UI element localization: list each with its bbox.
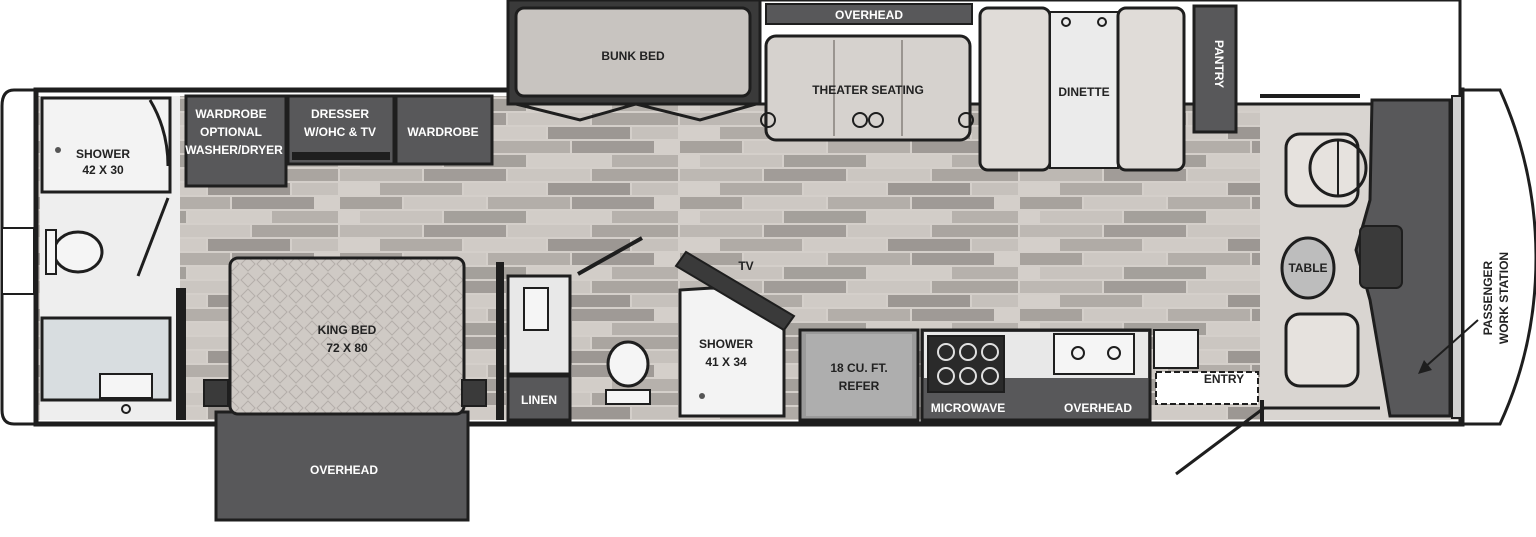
bedroom-slide bbox=[214, 410, 470, 522]
dinette-leg bbox=[1061, 17, 1071, 27]
microwave-label: MICROWAVE bbox=[931, 401, 1005, 415]
windshield bbox=[1451, 95, 1463, 419]
rear-shower-size: 42 X 30 bbox=[82, 163, 124, 177]
toilet-mid bbox=[606, 340, 650, 388]
burner-icon bbox=[959, 343, 977, 361]
mid-shower-label: SHOWER bbox=[699, 337, 753, 351]
tv-label: TV bbox=[738, 259, 753, 273]
drain-icon bbox=[55, 147, 61, 153]
king-bed-label: KING BED bbox=[318, 323, 377, 337]
bunk-bed-label: BUNK BED bbox=[601, 49, 665, 63]
rear-sink bbox=[99, 373, 153, 399]
nightstand-right bbox=[461, 379, 487, 407]
dash-console bbox=[1359, 225, 1403, 289]
kitchen-sink bbox=[1053, 333, 1135, 375]
driver-seat bbox=[1284, 132, 1360, 208]
toilet-tank-rear bbox=[45, 229, 57, 275]
burner-icon bbox=[959, 367, 977, 385]
work-station-pointer bbox=[1423, 319, 1479, 369]
overhead-top bbox=[765, 3, 973, 25]
rear-shower bbox=[40, 96, 172, 194]
shower-curve bbox=[148, 99, 170, 167]
cupholder-icon bbox=[852, 112, 868, 128]
mid-shower-size: 41 X 34 bbox=[705, 355, 747, 369]
dinette-label: DINETTE bbox=[1058, 85, 1109, 99]
burner-icon bbox=[937, 343, 955, 361]
linen-label: LINEN bbox=[521, 393, 557, 407]
wardrobe bbox=[394, 94, 494, 166]
overhead-kitchen-label: OVERHEAD bbox=[1064, 401, 1132, 415]
bunk-ladder bbox=[515, 102, 757, 122]
sink-drain-icon bbox=[1107, 346, 1121, 360]
king-bed-size: 72 X 80 bbox=[326, 341, 368, 355]
dinette-leg bbox=[1097, 17, 1107, 27]
burner-icon bbox=[981, 367, 999, 385]
passenger-label-1: PASSENGER bbox=[1481, 260, 1495, 335]
cupholder-icon bbox=[958, 112, 974, 128]
tv-unit bbox=[674, 250, 796, 332]
mid-bath-wall bbox=[496, 262, 504, 420]
cab-table bbox=[1280, 236, 1336, 300]
entry-well bbox=[1155, 371, 1259, 405]
wardrobe-washer-label-3: WASHER/DRYER bbox=[185, 143, 283, 157]
wardrobe-washer bbox=[184, 94, 288, 188]
cupholder-icon bbox=[760, 112, 776, 128]
wardrobe-washer-label-1: WARDROBE bbox=[195, 107, 266, 121]
dresser-label-2: W/OHC & TV bbox=[304, 125, 376, 139]
entry-label: ENTRY bbox=[1204, 372, 1244, 386]
rear-shower-label: SHOWER bbox=[76, 147, 130, 161]
refer-label-1: 18 CU. FT. bbox=[830, 361, 887, 375]
faucet-icon bbox=[121, 404, 131, 414]
cupholder-icon bbox=[868, 112, 884, 128]
pantry-label: PANTRY bbox=[1212, 40, 1226, 88]
pantry bbox=[1192, 4, 1238, 134]
sink-drain-icon bbox=[1071, 346, 1085, 360]
burner-icon bbox=[981, 343, 999, 361]
linen bbox=[506, 374, 572, 422]
arrow-head-icon bbox=[1418, 360, 1432, 374]
burner-icon bbox=[937, 367, 955, 385]
theater-seating bbox=[764, 34, 972, 142]
dinette-bench-left bbox=[978, 6, 1052, 172]
toilet-tank-mid bbox=[605, 389, 651, 405]
bath-door bbox=[136, 197, 170, 277]
entry-door bbox=[1175, 406, 1265, 476]
mid-bath-door bbox=[577, 236, 643, 276]
passenger-seat bbox=[1284, 312, 1360, 388]
rear-cap-inner bbox=[1, 227, 35, 295]
bath-wall bbox=[176, 288, 186, 420]
king-bed bbox=[228, 256, 466, 416]
overhead-bedroom-label: OVERHEAD bbox=[310, 463, 378, 477]
overhead-top-label: OVERHEAD bbox=[835, 8, 903, 22]
drain-icon bbox=[699, 393, 705, 399]
table-label: TABLE bbox=[1288, 261, 1327, 275]
dinette-bench-right bbox=[1116, 6, 1186, 172]
theater-seating-label: THEATER SEATING bbox=[812, 83, 924, 97]
toilet-rear bbox=[52, 230, 104, 274]
dresser-tv bbox=[292, 152, 390, 160]
passenger-label-2: WORK STATION bbox=[1497, 252, 1511, 344]
wardrobe-washer-label-2: OPTIONAL bbox=[200, 125, 262, 139]
refer-highlight bbox=[806, 334, 912, 416]
refer-label-2: REFER bbox=[839, 379, 880, 393]
bunk-bed bbox=[514, 6, 752, 98]
entry-step bbox=[1153, 329, 1199, 369]
nightstand-left bbox=[203, 379, 229, 407]
dresser-label-1: DRESSER bbox=[311, 107, 369, 121]
wardrobe-label: WARDROBE bbox=[407, 125, 478, 139]
mid-sink bbox=[523, 287, 549, 331]
